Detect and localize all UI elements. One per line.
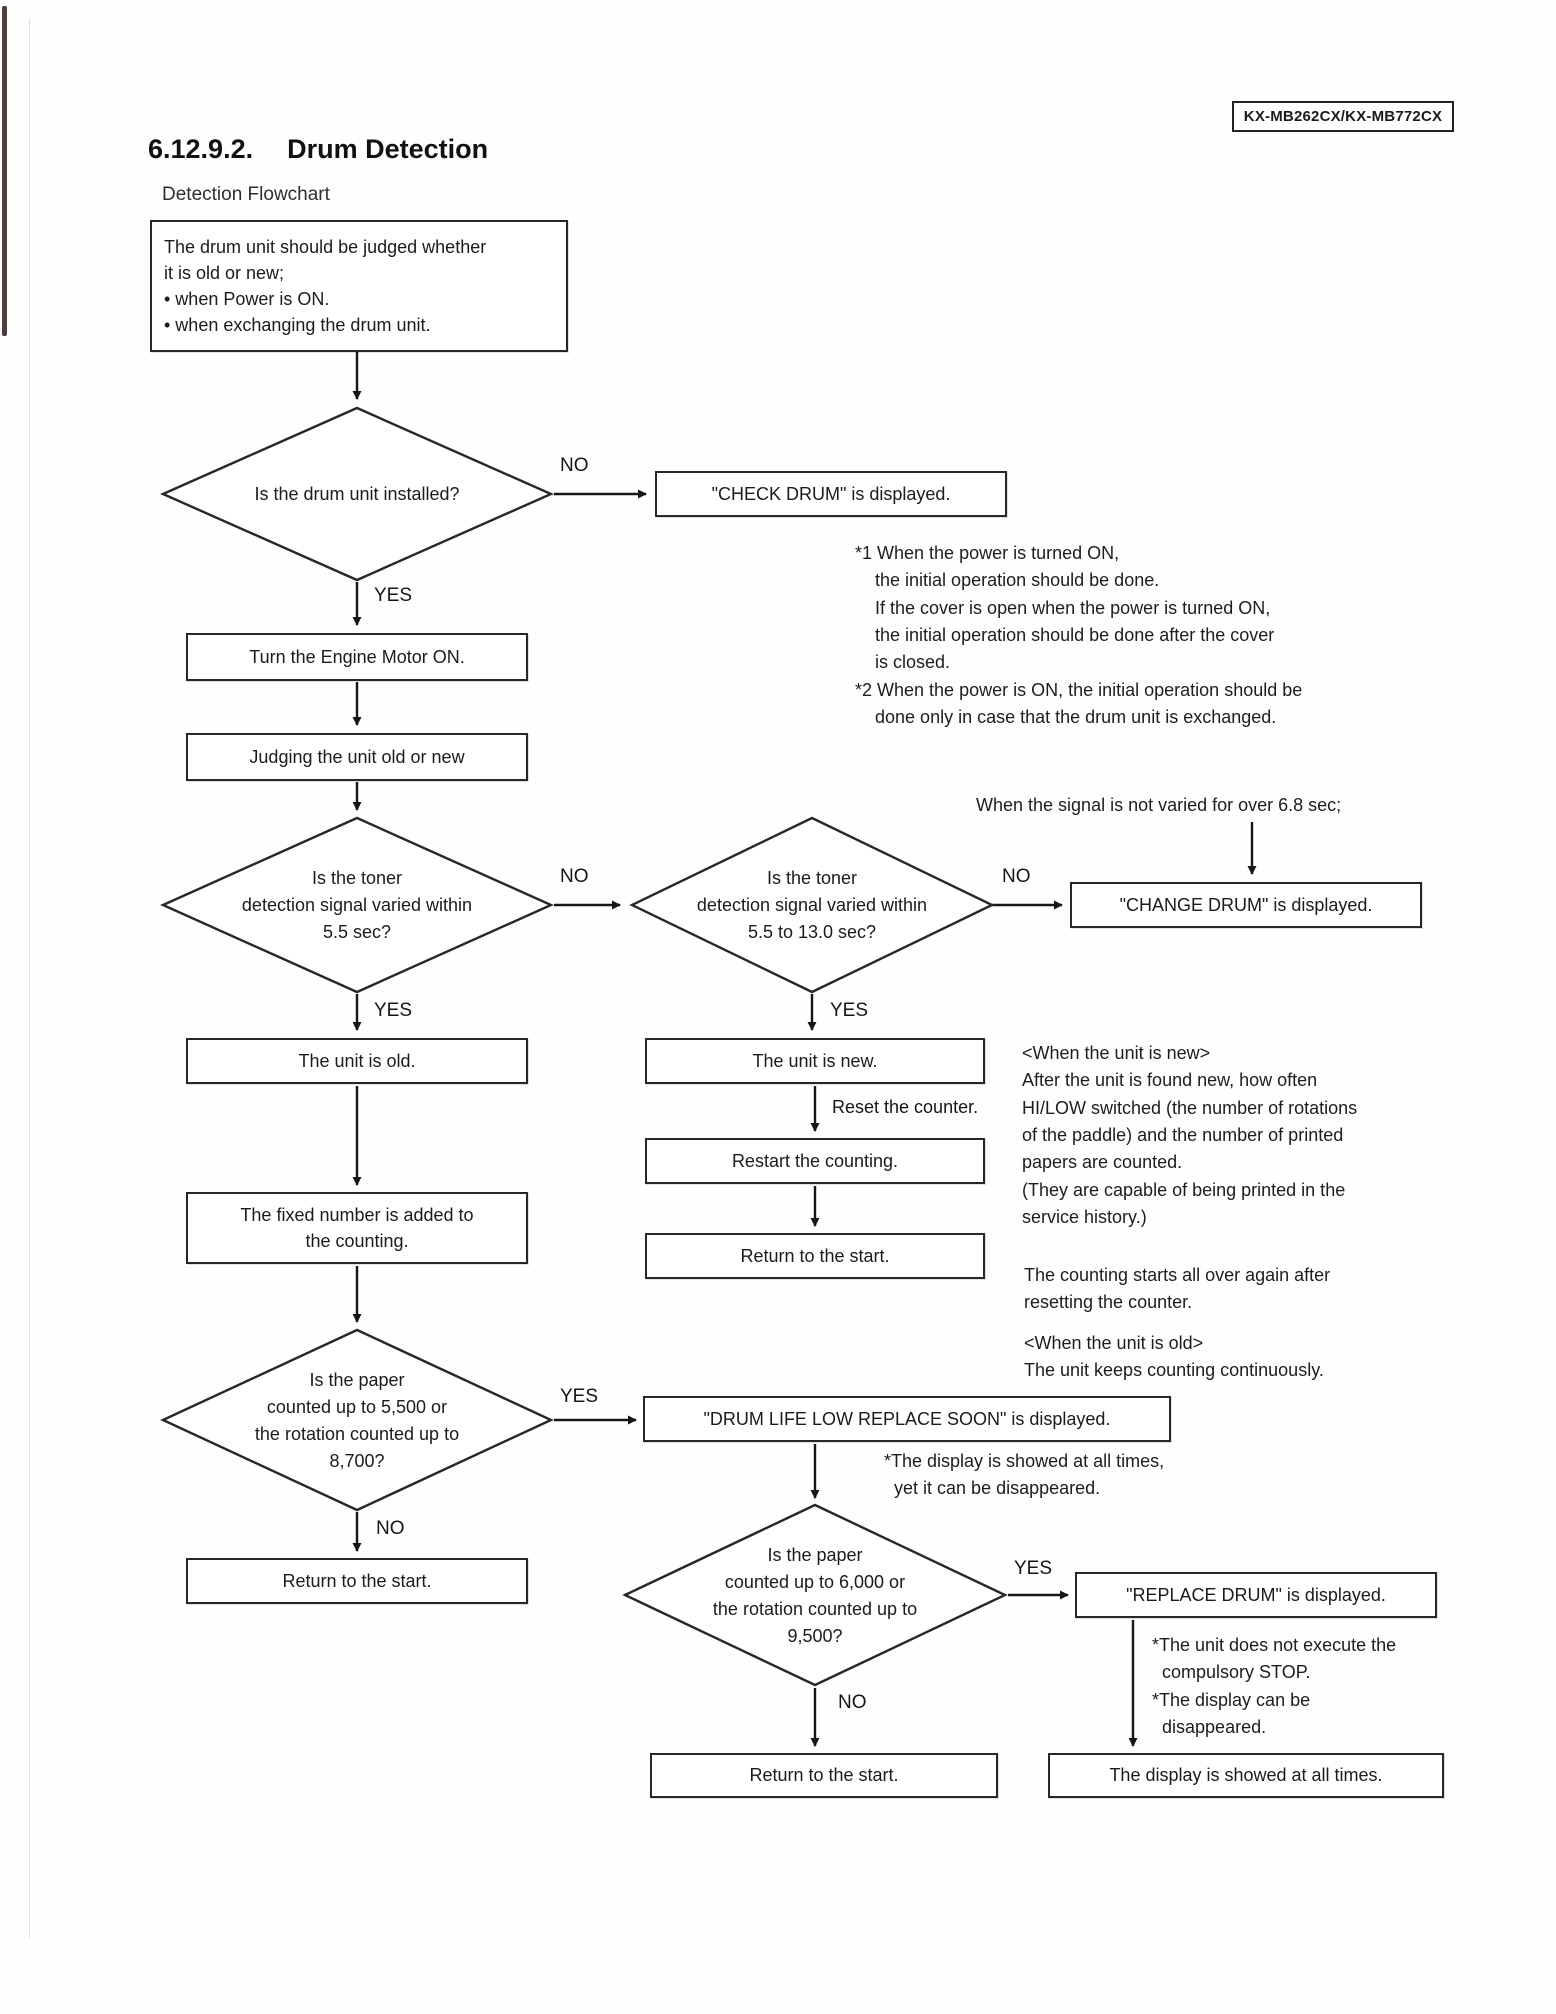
edge-label-d4-no: NO bbox=[376, 1518, 405, 1539]
node-replace-drum-displayed: "REPLACE DRUM" is displayed. bbox=[1075, 1572, 1437, 1618]
edge-label-d3-yes: YES bbox=[830, 1000, 869, 1021]
edge-label-d2-yes: YES bbox=[374, 1000, 413, 1021]
node-change-drum-displayed: "CHANGE DRUM" is displayed. bbox=[1070, 882, 1422, 928]
flowchart-label: Detection Flowchart bbox=[162, 184, 330, 205]
decision-text-signal-5-5: Is the toner detection signal varied wit… bbox=[241, 867, 473, 942]
decision-text-paper-5500: Is the paper counted up to 5,500 or the … bbox=[254, 1369, 460, 1471]
note-when-unit-new: <When the unit is new> After the unit is… bbox=[1022, 1043, 1358, 1228]
node-restart-counting: Restart the counting. bbox=[645, 1138, 985, 1184]
model-number-header: KX-MB262CX/KX-MB772CX bbox=[1232, 101, 1454, 132]
decision-diamond-drum-installed bbox=[160, 406, 554, 582]
node-display-showed-all-times: The display is showed at all times. bbox=[1048, 1753, 1444, 1798]
edge-label-d4-yes: YES bbox=[560, 1386, 599, 1407]
decision-diamond-paper-6000 bbox=[622, 1503, 1008, 1687]
node-return-to-start-2: Return to the start. bbox=[186, 1558, 528, 1604]
edge-label-d3-no: NO bbox=[1002, 866, 1031, 887]
scan-edge-artifact bbox=[2, 6, 7, 336]
edge-label-d2-no: NO bbox=[560, 866, 589, 887]
node-fixed-number-added: The fixed number is added to the countin… bbox=[186, 1192, 528, 1264]
page-left-rule bbox=[29, 18, 30, 1938]
note-display-showed: *The display is showed at all times, yet… bbox=[884, 1451, 1165, 1499]
node-check-drum-displayed: "CHECK DRUM" is displayed. bbox=[655, 471, 1007, 517]
edge-label-d5-yes: YES bbox=[1014, 1558, 1053, 1579]
edge-label-d5-no: NO bbox=[838, 1692, 867, 1713]
node-judging-old-or-new: Judging the unit old or new bbox=[186, 733, 528, 781]
note-when-unit-old: <When the unit is old> The unit keeps co… bbox=[1024, 1333, 1324, 1381]
node-return-to-start-3: Return to the start. bbox=[650, 1753, 998, 1798]
section-title: 6.12.9.2. Drum Detection bbox=[148, 134, 488, 165]
node-return-to-start-1: Return to the start. bbox=[645, 1233, 985, 1279]
decision-text-drum-installed: Is the drum unit installed? bbox=[254, 483, 460, 504]
node-start: The drum unit should be judged whether i… bbox=[150, 220, 568, 352]
note-counting-restarts: The counting starts all over again after… bbox=[1024, 1265, 1331, 1313]
node-unit-is-old: The unit is old. bbox=[186, 1038, 528, 1084]
section-number: 6.12.9.2. bbox=[148, 134, 254, 164]
edge-label-reset-counter: Reset the counter. bbox=[832, 1097, 979, 1117]
node-unit-is-new: The unit is new. bbox=[645, 1038, 985, 1084]
decision-diamond-signal-5-5-to-13 bbox=[629, 816, 995, 994]
note-power-on-initial-operation: *1 When the power is turned ON, the init… bbox=[855, 543, 1303, 728]
node-engine-motor-on: Turn the Engine Motor ON. bbox=[186, 633, 528, 681]
node-drum-life-low-displayed: "DRUM LIFE LOW REPLACE SOON" is displaye… bbox=[643, 1396, 1171, 1442]
decision-text-signal-5-5-to-13: Is the toner detection signal varied wit… bbox=[696, 867, 928, 942]
edge-label-d1-no: NO bbox=[560, 455, 589, 476]
note-signal-not-varied: When the signal is not varied for over 6… bbox=[976, 795, 1342, 815]
decision-text-paper-6000: Is the paper counted up to 6,000 or the … bbox=[712, 1544, 918, 1646]
edge-label-d1-yes: YES bbox=[374, 585, 413, 606]
decision-diamond-paper-5500 bbox=[160, 1328, 554, 1512]
section-name: Drum Detection bbox=[287, 134, 489, 164]
note-no-compulsory-stop: *The unit does not execute the compulsor… bbox=[1152, 1635, 1397, 1738]
decision-diamond-signal-5-5 bbox=[160, 816, 554, 994]
